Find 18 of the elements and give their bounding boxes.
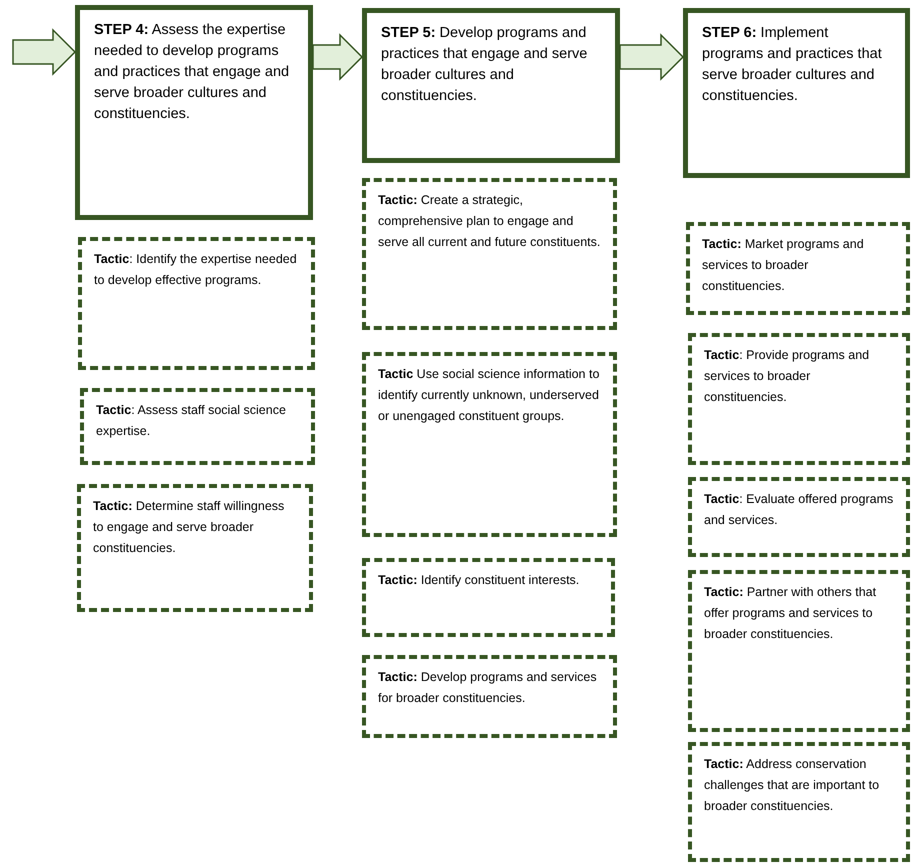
block-arrow bbox=[12, 28, 76, 76]
tactic-box: Tactic: Market programs and services to broader constituencies. bbox=[686, 222, 910, 315]
tactic-box: Tactic: Create a strategic, comprehensive plan to engage and serve all current and future constituents. bbox=[362, 178, 617, 330]
tactic-box: Tactic: Develop programs and services for broader constituencies. bbox=[362, 655, 617, 738]
step-box: STEP 6: Implement programs and practices that serve broader cultures and constituencies. bbox=[683, 8, 910, 178]
tactic-box: Tactic: Partner with others that offer programs and services to broader constituencies. bbox=[688, 570, 910, 732]
tactic-box: Tactic: Identify the expertise needed to develop effective programs. bbox=[78, 237, 315, 370]
step-box: STEP 4: Assess the expertise needed to develop programs and practices that engage and serve broader cultures and constituencies. bbox=[75, 5, 313, 220]
tactic-box: Tactic: Determine staff willingness to engage and serve broader constituencies. bbox=[77, 484, 313, 612]
block-arrow bbox=[312, 33, 364, 81]
tactic-box: Tactic: Provide programs and services to broader constituencies. bbox=[688, 333, 910, 465]
step-box: STEP 5: Develop programs and practices that engage and serve broader cultures and constituencies. bbox=[362, 8, 620, 163]
block-arrow bbox=[619, 33, 684, 81]
tactic-box: Tactic: Assess staff social science expertise. bbox=[80, 388, 315, 465]
tactic-box: Tactic Use social science information to identify currently unknown, underserved or unengaged constituent groups. bbox=[362, 352, 617, 537]
tactic-box: Tactic: Evaluate offered programs and services. bbox=[688, 477, 910, 557]
tactic-box: Tactic: Identify constituent interests. bbox=[362, 558, 615, 637]
tactic-box: Tactic: Address conservation challenges that are important to broader constituencies. bbox=[688, 742, 910, 862]
